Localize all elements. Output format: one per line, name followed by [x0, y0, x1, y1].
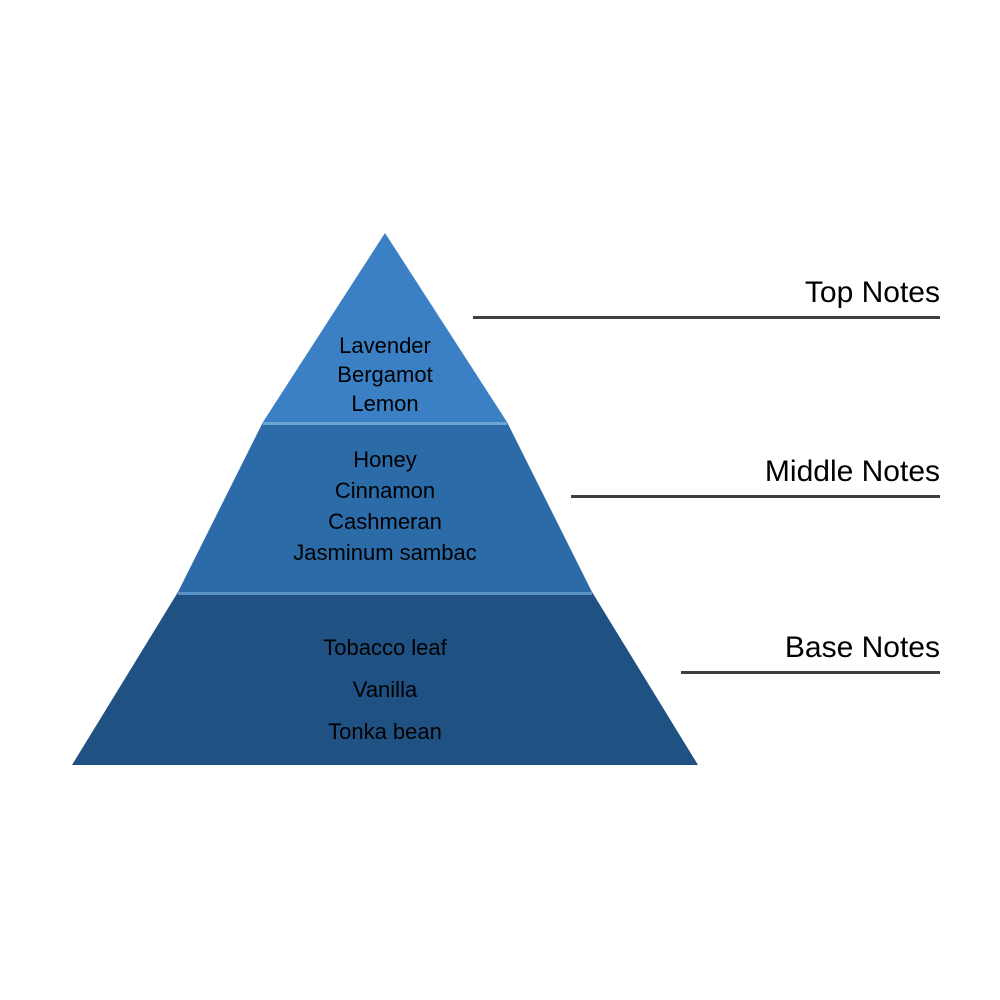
callout-label: Middle Notes — [764, 455, 940, 488]
callout-rule — [571, 495, 940, 498]
callout-label: Top Notes — [804, 276, 940, 309]
callout-rule — [681, 671, 940, 674]
callout-middle-notes: Middle Notes — [571, 455, 940, 498]
callout-label: Base Notes — [784, 631, 940, 664]
callout-base-notes: Base Notes — [681, 631, 940, 674]
callout-rule — [473, 316, 940, 319]
callout-top-notes: Top Notes — [473, 276, 940, 319]
pyramid-band-top[interactable] — [263, 233, 507, 422]
pyramid-band-middle[interactable] — [178, 422, 592, 592]
pyramid-band-base[interactable] — [72, 592, 698, 765]
